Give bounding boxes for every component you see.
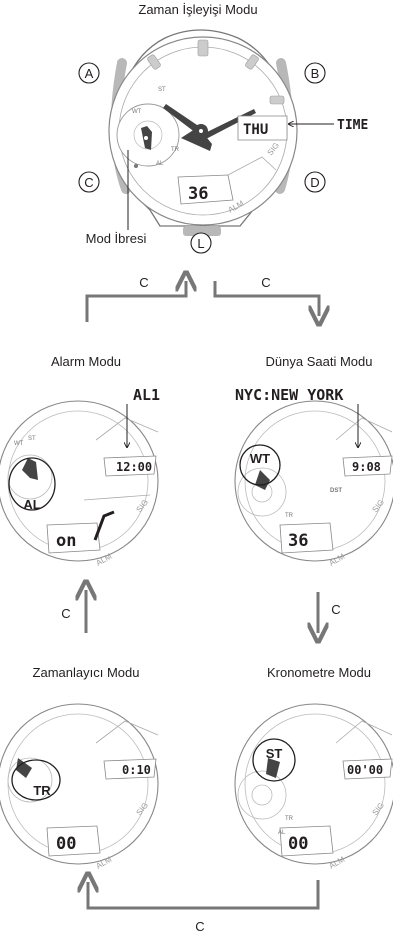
button-a-label: A: [85, 66, 94, 81]
world-dst-label: DST: [330, 488, 342, 494]
button-l-label: L: [197, 236, 204, 251]
world-sub-tr: TR: [285, 513, 294, 519]
timekeeping-mode-title: Zaman İşleyişi Modu: [138, 2, 257, 17]
button-l[interactable]: L: [190, 232, 212, 254]
transition-label-3: C: [331, 602, 340, 617]
arrow-to-timekeeping: [85, 281, 186, 322]
alarm-header: AL1: [133, 386, 160, 404]
alarm-sub-wt: WT: [14, 441, 24, 447]
timer-lower-display: 00: [56, 834, 76, 854]
alarm-sub-st: ST: [28, 436, 36, 442]
arrow-stopwatch-to-timer: [88, 880, 320, 910]
world-seconds-display: 36: [288, 531, 308, 551]
transition-label-1: C: [139, 275, 148, 290]
transition-label-2: C: [261, 275, 270, 290]
stopwatch-mode-title: Kronometre Modu: [267, 665, 371, 680]
time-callout: TIME: [337, 118, 368, 133]
button-b[interactable]: B: [304, 62, 326, 84]
world-time-mode-title: Dünya Saati Modu: [266, 354, 373, 369]
stopwatch-time-display: 00'00: [347, 763, 383, 777]
button-b-label: B: [311, 66, 320, 81]
stopwatch-lower-display: 00: [288, 834, 308, 854]
watch-alarm: [0, 400, 159, 562]
alarm-status-display: on: [56, 531, 76, 551]
transition-label-4: C: [61, 606, 70, 621]
main-sub-st: ST: [158, 87, 166, 93]
alarm-circled-label: AL: [23, 497, 40, 512]
world-circled-label: WT: [250, 451, 270, 466]
alarm-time-display: 12:00: [116, 460, 152, 474]
button-a[interactable]: A: [78, 62, 100, 84]
timer-time-display: 0:10: [122, 763, 151, 777]
main-sub-tr: TR: [171, 147, 180, 153]
watch-main: [108, 29, 298, 236]
watch-stopwatch: [234, 703, 393, 865]
main-seconds-display: 36: [188, 184, 208, 204]
alarm-mode-title: Alarm Modu: [51, 354, 121, 369]
watch-timer: [0, 703, 159, 865]
transition-label-5: C: [195, 919, 204, 934]
button-c-label: C: [84, 175, 93, 190]
mode-hand-callout: Mod İbresi: [86, 231, 147, 246]
arrow-to-world-time: [213, 281, 319, 316]
button-d-label: D: [310, 175, 319, 190]
world-time-header: NYC:NEW YORK: [235, 386, 343, 404]
watch-world-time: [234, 400, 393, 562]
main-day-display: THU: [243, 122, 268, 138]
stopwatch-sub-tr: TR: [285, 816, 294, 822]
button-d[interactable]: D: [304, 171, 326, 193]
world-time-display: 9:08: [352, 460, 381, 474]
timer-circled-label: TR: [33, 783, 51, 798]
stopwatch-sub-al: AL: [278, 830, 286, 836]
main-sub-al: AL: [156, 161, 164, 167]
button-c[interactable]: C: [78, 171, 100, 193]
main-sub-wt: WT: [132, 109, 142, 115]
timer-mode-title: Zamanlayıcı Modu: [33, 665, 140, 680]
stopwatch-circled-label: ST: [266, 746, 283, 761]
